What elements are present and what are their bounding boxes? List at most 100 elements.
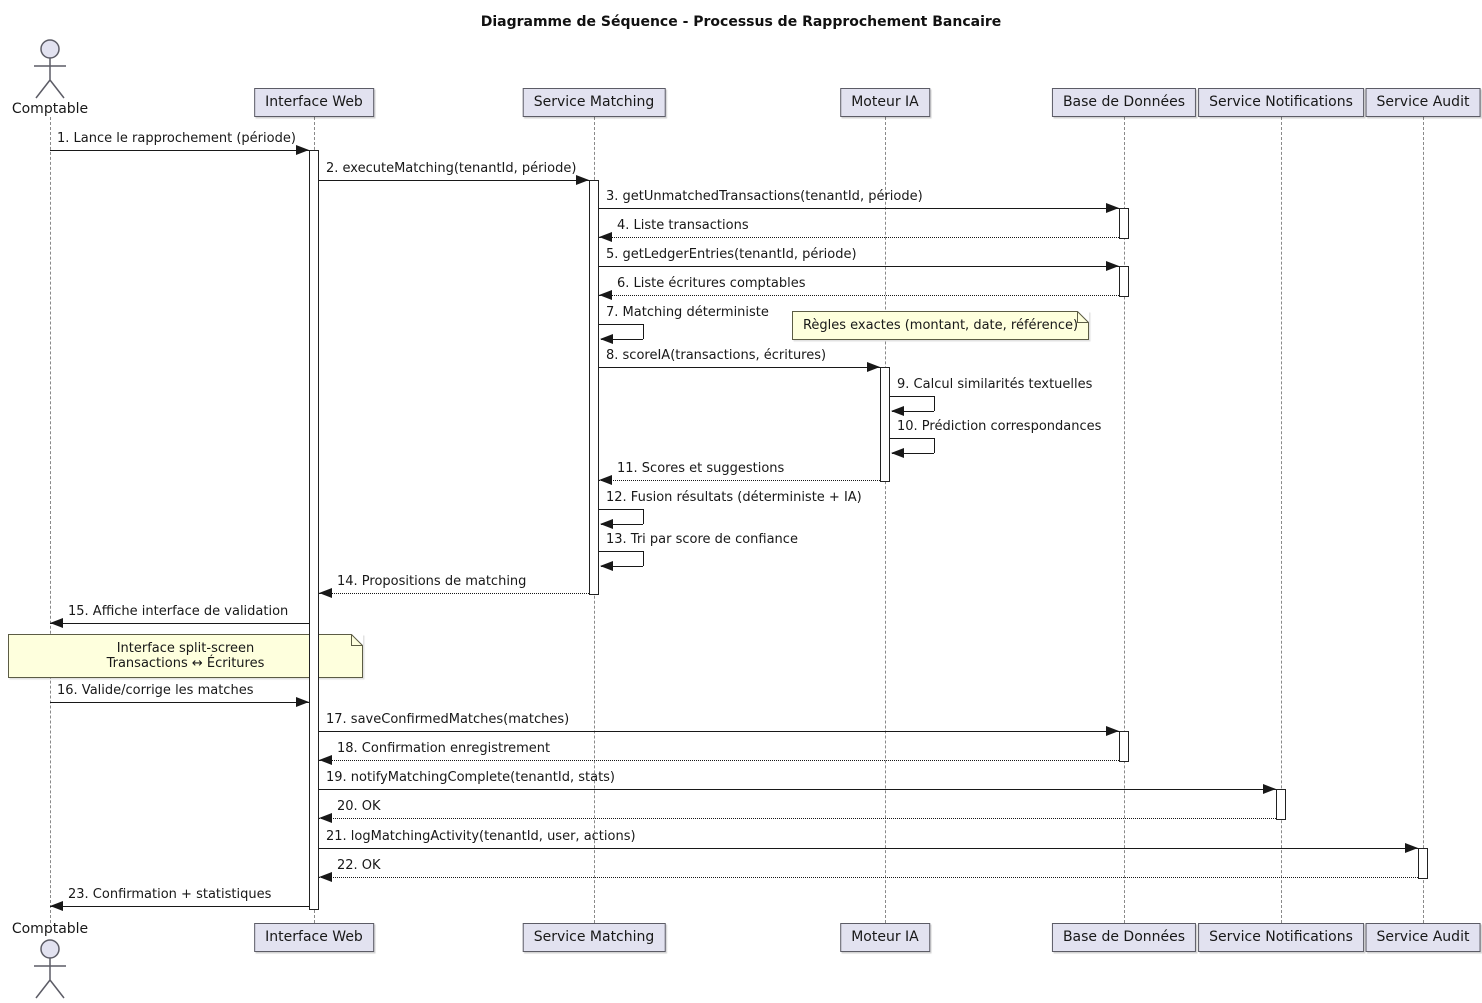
lifeline-moteur-ia: [885, 117, 886, 923]
message-arrowhead-icon: [891, 448, 904, 458]
message-7-line: [599, 324, 643, 325]
message-8-label: 8. scoreIA(transactions, écritures): [606, 348, 827, 363]
message-19-line: [319, 789, 1276, 790]
message-9-line: [934, 396, 935, 411]
message-6-label: 6. Liste écritures comptables: [617, 276, 806, 291]
message-13-line: [643, 551, 644, 566]
activation-bar-service-notifications: [1276, 789, 1286, 820]
message-arrowhead-icon: [319, 813, 332, 823]
message-9-line: [892, 411, 934, 412]
message-arrowhead-icon: [50, 901, 63, 911]
message-4-line: [599, 237, 1119, 238]
participant-interface-web-bottom: Interface Web: [254, 923, 374, 952]
message-arrowhead-icon: [599, 232, 612, 242]
message-2-label: 2. executeMatching(tenantId, période): [326, 161, 577, 176]
message-3-line: [599, 208, 1119, 209]
message-arrowhead-icon: [600, 561, 613, 571]
message-16-line: [50, 702, 309, 703]
message-arrowhead-icon: [319, 755, 332, 765]
message-5-line: [599, 266, 1119, 267]
message-10-label: 10. Prédiction correspondances: [897, 419, 1102, 434]
message-arrowhead-icon: [576, 175, 589, 185]
message-arrowhead-icon: [50, 618, 63, 628]
message-10-line: [892, 453, 934, 454]
message-arrowhead-icon: [319, 588, 332, 598]
message-21-label: 21. logMatchingActivity(tenantId, user, …: [326, 829, 636, 844]
message-arrowhead-icon: [600, 519, 613, 529]
note-regles-exactes-line: Règles exactes (montant, date, référence…: [802, 318, 1079, 333]
message-3-label: 3. getUnmatchedTransactions(tenantId, pé…: [606, 189, 923, 204]
message-11-line: [599, 480, 880, 481]
message-7-line: [643, 324, 644, 339]
message-2-line: [319, 180, 589, 181]
message-17-line: [319, 731, 1119, 732]
message-20-line: [319, 818, 1276, 819]
message-arrowhead-icon: [319, 872, 332, 882]
message-17-label: 17. saveConfirmedMatches(matches): [326, 712, 570, 727]
participant-service-notifications-bottom: Service Notifications: [1198, 923, 1364, 952]
message-13-line: [601, 566, 643, 567]
message-arrowhead-icon: [296, 697, 309, 707]
message-10-line: [890, 438, 934, 439]
message-12-label: 12. Fusion résultats (déterministe + IA): [606, 490, 862, 505]
activation-bar-interface-web: [309, 150, 319, 910]
message-arrowhead-icon: [1405, 843, 1418, 853]
lifeline-comptable: [50, 117, 51, 923]
note-fold-icon: [351, 633, 364, 650]
lifeline-base-de-donnees: [1124, 117, 1125, 923]
message-15-label: 15. Affiche interface de validation: [68, 604, 289, 619]
message-arrowhead-icon: [600, 334, 613, 344]
activation-bar-base-de-donnees: [1119, 731, 1129, 762]
activation-bar-base-de-donnees: [1119, 266, 1129, 297]
message-15-line: [50, 623, 309, 624]
message-13-label: 13. Tri par score de confiance: [606, 532, 798, 547]
participant-service-notifications-top: Service Notifications: [1198, 88, 1364, 117]
message-8-line: [599, 367, 880, 368]
activation-bar-base-de-donnees: [1119, 208, 1129, 239]
note-regles-exactes: Règles exactes (montant, date, référence…: [792, 310, 1090, 340]
participant-service-matching-bottom: Service Matching: [522, 923, 666, 952]
message-18-line: [319, 760, 1119, 761]
message-arrowhead-icon: [867, 362, 880, 372]
diagram-title: Diagramme de Séquence - Processus de Rap…: [480, 14, 1002, 30]
message-arrowhead-icon: [599, 475, 612, 485]
activation-bar-service-matching: [589, 180, 599, 595]
note-split-screen-line: Interface split-screen: [116, 641, 255, 656]
message-16-label: 16. Valide/corrige les matches: [57, 683, 254, 698]
message-13-line: [599, 551, 643, 552]
message-arrowhead-icon: [296, 145, 309, 155]
activation-bar-moteur-ia: [880, 367, 890, 482]
message-arrowhead-icon: [599, 290, 612, 300]
note-split-screen-line: Transactions ↔ Écritures: [106, 656, 265, 671]
message-23-label: 23. Confirmation + statistiques: [68, 887, 272, 902]
message-11-label: 11. Scores et suggestions: [617, 461, 785, 476]
message-12-line: [599, 509, 643, 510]
participant-service-audit-top: Service Audit: [1365, 88, 1481, 117]
actor-comptable-icon: [30, 38, 70, 104]
message-5-label: 5. getLedgerEntries(tenantId, période): [606, 247, 857, 262]
participant-interface-web-top: Interface Web: [254, 88, 374, 117]
message-arrowhead-icon: [1106, 726, 1119, 736]
message-arrowhead-icon: [891, 406, 904, 416]
message-10-line: [934, 438, 935, 453]
participant-base-de-donnees-top: Base de Données: [1051, 88, 1197, 117]
participant-moteur-ia-top: Moteur IA: [840, 88, 930, 117]
lifeline-service-notifications: [1281, 117, 1282, 923]
message-19-label: 19. notifyMatchingComplete(tenantId, sta…: [326, 770, 616, 785]
message-14-label: 14. Propositions de matching: [337, 574, 527, 589]
activation-bar-service-audit: [1418, 848, 1428, 879]
participant-moteur-ia-bottom: Moteur IA: [840, 923, 930, 952]
message-18-label: 18. Confirmation enregistrement: [337, 741, 551, 756]
actor-comptable-icon: [30, 938, 70, 1003]
message-9-label: 9. Calcul similarités textuelles: [897, 377, 1093, 392]
message-20-label: 20. OK: [337, 799, 381, 814]
message-7-line: [601, 339, 643, 340]
message-arrowhead-icon: [1263, 784, 1276, 794]
participant-service-audit-bottom: Service Audit: [1365, 923, 1481, 952]
message-1-line: [50, 150, 309, 151]
message-7-label: 7. Matching déterministe: [606, 305, 769, 320]
message-12-line: [643, 509, 644, 524]
participant-base-de-donnees-bottom: Base de Données: [1051, 923, 1197, 952]
